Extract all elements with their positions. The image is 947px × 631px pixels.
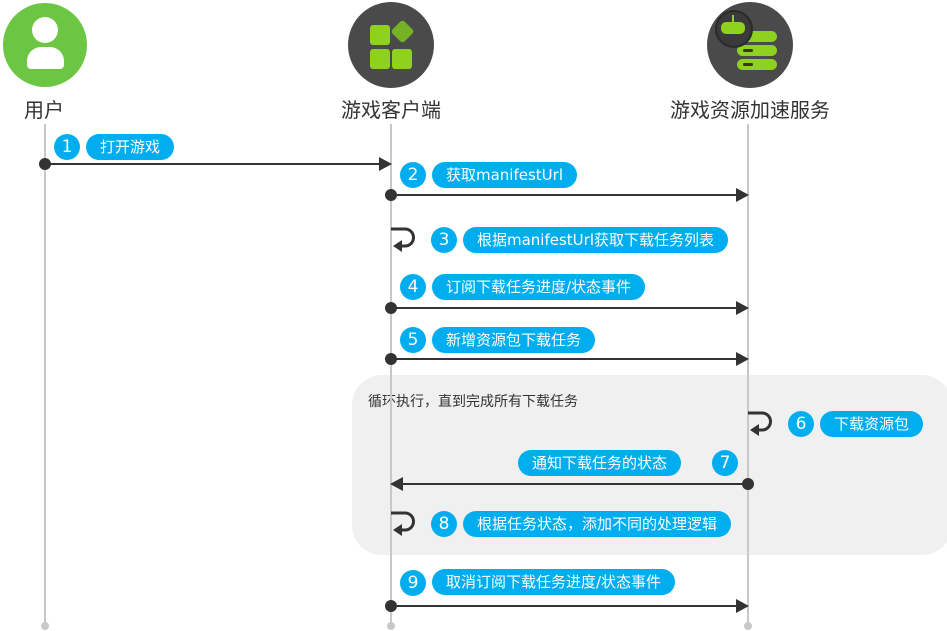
step-5-label: 新增资源包下载任务 <box>432 327 596 353</box>
step-6-label: 下载资源包 <box>820 411 924 437</box>
actor-user-label-wrap: 用户 <box>4 90 84 123</box>
step-3-self-arrow <box>391 227 415 252</box>
actor-service-label: 游戏资源加速服务 <box>670 98 830 122</box>
step-9-start-dot <box>385 600 397 612</box>
step-6-number: 6 <box>788 411 814 437</box>
step-6-self-arrow <box>748 411 772 436</box>
step-4-start-dot <box>385 302 397 314</box>
step-9-number: 9 <box>400 570 426 596</box>
step-4-arrow <box>385 301 749 315</box>
step-1-start-dot <box>39 158 51 170</box>
lifeline-user <box>44 124 46 624</box>
step-3-label: 根据manifestUrl获取下载任务列表 <box>463 227 728 253</box>
step-7-arrowhead <box>390 477 403 491</box>
apps-grid-icon <box>348 2 434 88</box>
step-7-label: 通知下载任务的状态 <box>518 450 682 476</box>
step-1-number: 1 <box>54 134 80 160</box>
step-1-arrowhead <box>379 157 392 171</box>
lifeline-end-user <box>41 622 49 630</box>
actor-client <box>348 2 434 88</box>
step-2-arrow <box>385 188 749 202</box>
step-5-arrowhead <box>736 352 749 366</box>
step-7-start-dot <box>742 478 754 490</box>
step-8-number: 8 <box>431 511 457 537</box>
step-2-number: 2 <box>400 162 426 188</box>
step-5-start-dot <box>385 353 397 365</box>
step-5-number: 5 <box>400 327 426 353</box>
step-8-self-arrow <box>391 511 415 536</box>
step-2-start-dot <box>385 189 397 201</box>
actor-user-label: 用户 <box>24 98 64 122</box>
step-4-arrowhead <box>736 301 749 315</box>
step-9-arrow <box>385 599 749 613</box>
actor-client-label-wrap: 游戏客户端 <box>331 90 451 123</box>
step-2-label: 获取manifestUrl <box>432 162 577 188</box>
step-2-arrowhead <box>736 188 749 202</box>
step-7-arrow <box>390 477 754 491</box>
actor-client-label: 游戏客户端 <box>341 98 441 122</box>
step-3-number: 3 <box>431 227 457 253</box>
actor-service <box>707 2 793 88</box>
step-9-label: 取消订阅下载任务进度/状态事件 <box>432 569 676 595</box>
lifeline-end-client <box>387 622 395 630</box>
user-icon <box>3 3 87 87</box>
step-4-number: 4 <box>400 274 426 300</box>
step-1-label: 打开游戏 <box>86 134 175 160</box>
step-1-arrow <box>39 157 392 171</box>
loop-label: 循环执行，直到完成所有下载任务 <box>368 394 578 410</box>
lifeline-end-service <box>744 622 752 630</box>
step-7-number: 7 <box>712 450 738 476</box>
lifeline-service <box>747 124 749 624</box>
lifeline-client <box>390 124 392 624</box>
step-4-label: 订阅下载任务进度/状态事件 <box>432 274 646 300</box>
step-9-arrowhead <box>736 599 749 613</box>
actor-service-label-wrap: 游戏资源加速服务 <box>650 90 850 123</box>
step-8-label: 根据任务状态，添加不同的处理逻辑 <box>463 511 732 537</box>
gamepad-server-icon <box>707 2 793 88</box>
step-5-arrow <box>385 352 749 366</box>
actor-user <box>3 3 87 87</box>
